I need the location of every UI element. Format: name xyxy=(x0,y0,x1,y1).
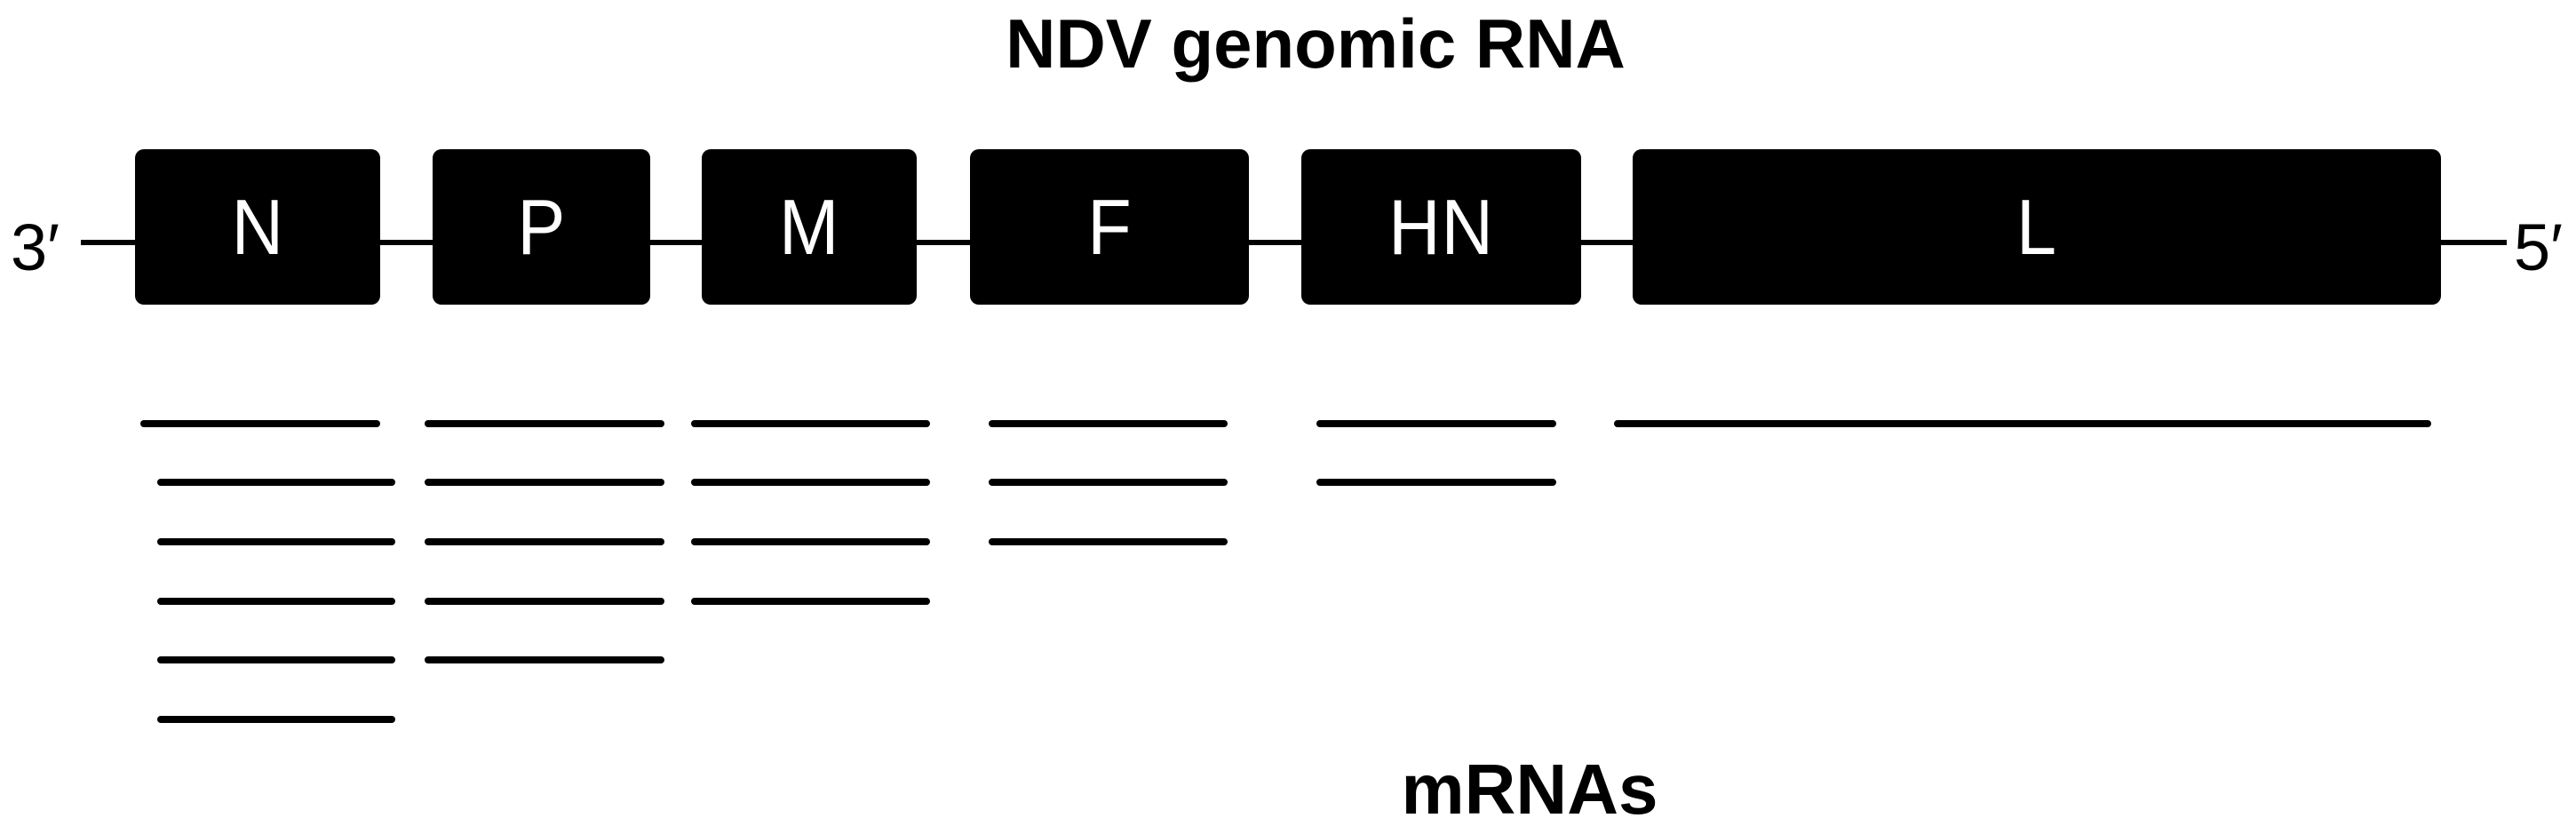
gene-label-n: N xyxy=(231,182,284,271)
mrna-line-p-5 xyxy=(425,656,664,663)
mrna-line-p-4 xyxy=(425,598,664,605)
mrna-line-f-1 xyxy=(989,420,1228,427)
mrna-line-f-2 xyxy=(989,479,1228,486)
genome-backbone-line xyxy=(81,240,2507,245)
mrna-line-m-4 xyxy=(691,598,930,605)
mrna-line-m-3 xyxy=(691,538,930,545)
mrna-line-hn-2 xyxy=(1316,479,1556,486)
figure-title: NDV genomic RNA xyxy=(1006,4,1626,83)
mrna-line-p-3 xyxy=(425,538,664,545)
mrna-line-hn-1 xyxy=(1316,420,1556,427)
mrna-line-m-1 xyxy=(691,420,930,427)
mrna-line-m-2 xyxy=(691,479,930,486)
mrna-line-n-4 xyxy=(157,598,395,605)
mrna-line-n-6 xyxy=(157,716,395,723)
mrnas-caption: mRNAs xyxy=(1401,750,1658,829)
three-prime-label: 3′ xyxy=(11,210,60,284)
gene-box-l: L xyxy=(1633,149,2441,305)
gene-box-n: N xyxy=(135,149,380,305)
mrna-line-n-1 xyxy=(140,420,380,427)
mrna-line-p-1 xyxy=(425,420,664,427)
mrna-line-n-5 xyxy=(157,656,395,663)
mrna-line-f-3 xyxy=(989,538,1228,545)
gene-label-hn: HN xyxy=(1388,182,1494,271)
gene-box-f: F xyxy=(970,149,1249,305)
gene-box-p: P xyxy=(433,149,650,305)
five-prime-label: 5′ xyxy=(2514,210,2564,284)
gene-label-l: L xyxy=(2016,182,2057,271)
mrna-line-n-3 xyxy=(157,538,395,545)
mrna-line-p-2 xyxy=(425,479,664,486)
gene-label-p: P xyxy=(517,182,566,271)
mrna-line-n-2 xyxy=(157,479,395,486)
gene-label-f: F xyxy=(1086,182,1133,271)
gene-box-m: M xyxy=(702,149,917,305)
gene-box-hn: HN xyxy=(1301,149,1581,305)
mrna-line-l-1 xyxy=(1614,420,2431,427)
gene-label-m: M xyxy=(778,182,840,271)
